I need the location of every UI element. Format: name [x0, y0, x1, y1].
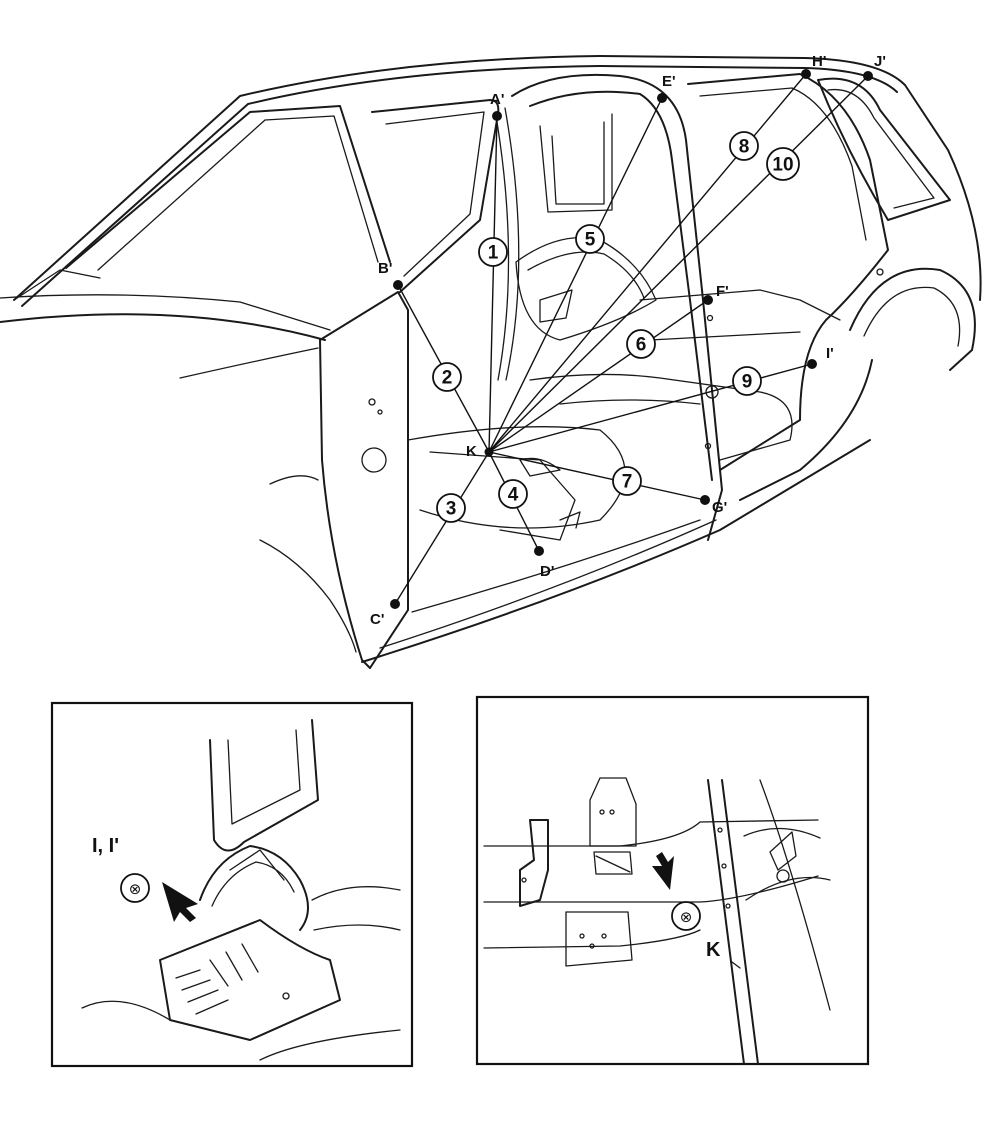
measurement-numbers: 1 2 3 4 5 6 7 8 9 10 [432, 131, 800, 523]
svg-text:7: 7 [622, 472, 633, 493]
arrow-icon [652, 852, 674, 890]
measurement-line-3 [394, 451, 490, 605]
point-g-label: G' [712, 499, 727, 516]
svg-text:4: 4 [508, 485, 519, 506]
point-f-label: F' [716, 283, 729, 300]
svg-text:6: 6 [636, 335, 647, 356]
point-i-label: I' [826, 345, 834, 362]
point-a-label: A' [490, 91, 504, 108]
point-h-marker [801, 69, 811, 79]
point-a-marker [492, 111, 502, 121]
point-j-label: J' [874, 53, 886, 70]
svg-text:8: 8 [739, 137, 750, 158]
inset-left-symbol: ⊗ [129, 880, 142, 898]
measurement-number-10: 10 [766, 147, 800, 181]
measurement-number-3: 3 [436, 493, 466, 523]
inset-right-symbol: ⊗ [680, 908, 693, 926]
measurement-line-5 [488, 97, 663, 453]
measurement-number-8: 8 [729, 131, 759, 161]
point-i-marker [807, 359, 817, 369]
no-sealer-icon [120, 873, 150, 903]
measurement-number-9: 9 [732, 366, 762, 396]
measurement-line-1 [488, 115, 498, 453]
point-f-marker [703, 295, 713, 305]
measurement-number-6: 6 [626, 329, 656, 359]
point-b-marker [393, 280, 403, 290]
measurement-line-10 [488, 75, 869, 453]
inset-right-label: K [706, 939, 721, 961]
measurement-number-7: 7 [612, 466, 642, 496]
point-c-label: C' [370, 611, 384, 628]
measurement-number-4: 4 [498, 479, 528, 509]
measurement-line-6 [488, 299, 709, 453]
inset-left-label: I, I' [92, 835, 119, 857]
point-g-marker [700, 495, 710, 505]
svg-text:2: 2 [442, 368, 453, 389]
measurement-line-8 [488, 73, 807, 453]
point-k-marker [484, 447, 494, 457]
measurement-number-5: 5 [575, 224, 605, 254]
point-b-label: B' [378, 260, 392, 277]
point-e-label: E' [662, 73, 676, 90]
svg-text:9: 9 [742, 372, 753, 393]
arrow-icon [162, 882, 198, 922]
no-sealer-icon [671, 901, 701, 931]
svg-text:5: 5 [585, 230, 596, 251]
svg-text:10: 10 [772, 155, 793, 176]
svg-text:1: 1 [488, 243, 499, 264]
point-k-label: K [466, 443, 477, 460]
measurement-number-2: 2 [432, 362, 462, 392]
reference-points: A' B' C' D' E' F' G' H' I' J' K [370, 53, 886, 628]
car-body-side-frame [0, 55, 982, 669]
point-d-label: D' [540, 563, 554, 580]
measurement-line-7 [488, 451, 706, 501]
point-j-marker [863, 71, 873, 81]
point-c-marker [390, 599, 400, 609]
inset-left-frame: I, I' ⊗ [50, 701, 414, 1068]
measurement-number-1: 1 [478, 237, 508, 267]
svg-text:3: 3 [446, 499, 457, 520]
measurement-lines [394, 73, 869, 605]
inset-right-frame: ⊗ K [475, 695, 870, 1066]
point-e-marker [657, 93, 667, 103]
point-d-marker [534, 546, 544, 556]
point-h-label: H' [812, 53, 826, 70]
